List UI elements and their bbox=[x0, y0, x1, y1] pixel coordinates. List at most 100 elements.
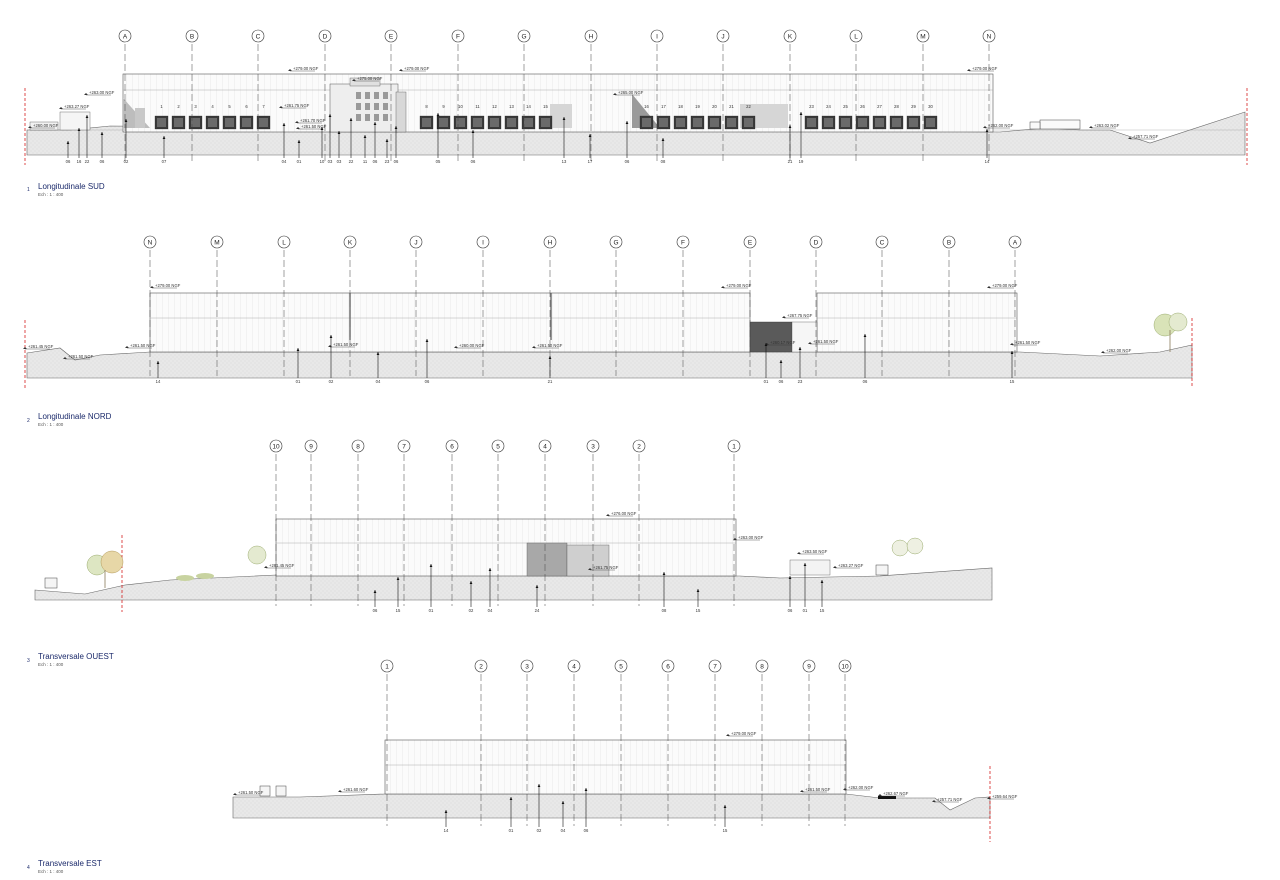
window bbox=[374, 103, 379, 110]
grid-bubble bbox=[397, 439, 411, 453]
level-marker: +279.00 NGF bbox=[987, 283, 1018, 289]
truck-icon bbox=[44, 564, 889, 589]
material-ref-label: 06 bbox=[373, 608, 378, 613]
material-ref-label: 06 bbox=[863, 379, 868, 384]
bay-number: 7 bbox=[262, 104, 265, 109]
grid-label: 8 bbox=[356, 443, 360, 450]
window bbox=[356, 92, 361, 99]
material-ref-arrow bbox=[425, 339, 429, 342]
grid-bubble bbox=[318, 29, 332, 43]
level-label: +261.50 NGF bbox=[68, 354, 94, 359]
grid-label: B bbox=[190, 33, 194, 40]
grid-axis-1: 1 bbox=[380, 659, 394, 826]
material-ref-label: 04 bbox=[376, 379, 381, 384]
material-ref-arrow bbox=[588, 134, 592, 137]
grid-bubble bbox=[380, 659, 394, 673]
material-ref-label: 10 bbox=[320, 159, 325, 164]
grid-bubble bbox=[614, 659, 628, 673]
grid-axis-f: F bbox=[676, 235, 690, 376]
window bbox=[374, 92, 379, 99]
material-ref-arrow bbox=[562, 117, 566, 120]
material-ref-label: 04 bbox=[282, 159, 287, 164]
material-ref-arrow bbox=[803, 563, 807, 566]
view-scale-nord: Ech : 1 : 400 bbox=[38, 422, 64, 427]
material-ref-arrow bbox=[337, 131, 341, 134]
grid-axis-5: 5 bbox=[614, 659, 628, 826]
level-label: +263.50 NGF bbox=[802, 549, 828, 554]
level-marker: +263.27 NGF bbox=[59, 104, 90, 110]
material-ref-label: 07 bbox=[162, 159, 167, 164]
level-label: +263.00 NGF bbox=[89, 90, 115, 95]
bay-number: 14 bbox=[526, 104, 531, 109]
material-ref-arrow bbox=[584, 788, 588, 791]
grid-bubble bbox=[277, 235, 291, 249]
view-title-sud: Longitudinale SUD bbox=[38, 182, 105, 191]
bay-number: 28 bbox=[894, 104, 899, 109]
material-ref-label: 04 bbox=[561, 828, 566, 833]
grid-axis-g: G bbox=[609, 235, 623, 376]
grid-label: 9 bbox=[807, 663, 811, 670]
grid-label: F bbox=[681, 239, 685, 246]
material-ref-label: 24 bbox=[535, 608, 540, 613]
grid-axis-h: H bbox=[584, 29, 598, 162]
material-ref-label: 14 bbox=[444, 828, 449, 833]
grid-label: 8 bbox=[760, 663, 764, 670]
material-ref-arrow bbox=[385, 139, 389, 142]
grid-axis-7: 7 bbox=[397, 439, 411, 606]
material-ref-arrow bbox=[799, 112, 803, 115]
material-ref-arrow bbox=[363, 135, 367, 138]
level-label: +265.00 NGF bbox=[618, 90, 644, 95]
level-marker: +262.67 NGF bbox=[878, 791, 909, 797]
grid-label: 6 bbox=[666, 663, 670, 670]
level-marker: +279.00 NGF bbox=[726, 731, 757, 737]
level-marker: +276.00 NGF bbox=[606, 511, 637, 517]
level-marker: +257.71 NGF bbox=[1128, 134, 1159, 140]
level-marker: +261.50 NGF bbox=[233, 790, 264, 796]
material-ref-label: 15 bbox=[820, 608, 825, 613]
material-ref-arrow bbox=[788, 576, 792, 579]
level-marker: +261.70 NGF bbox=[295, 118, 326, 124]
level-marker: +261.45 NGF bbox=[23, 344, 54, 350]
view-scale-ouest: Ech : 1 : 400 bbox=[38, 662, 64, 667]
grid-axis-m: M bbox=[916, 29, 930, 162]
level-label: +262.00 NGF bbox=[1106, 348, 1132, 353]
level-marker: +261.50 NGF bbox=[1010, 340, 1041, 346]
bay-number: 22 bbox=[746, 104, 751, 109]
grid-bubble bbox=[567, 659, 581, 673]
grid-axis-n: N bbox=[982, 29, 996, 162]
level-label: +261.50 NGF bbox=[238, 790, 264, 795]
material-ref-arrow bbox=[444, 810, 448, 813]
grid-axis-d: D bbox=[809, 235, 823, 376]
bay-number: 27 bbox=[877, 104, 882, 109]
bay-number: 3 bbox=[194, 104, 197, 109]
material-ref-arrow bbox=[561, 801, 565, 804]
grid-axis-7: 7 bbox=[708, 659, 722, 826]
grid-bubble bbox=[783, 29, 797, 43]
material-ref-arrow bbox=[376, 352, 380, 355]
level-label: +279.00 NGF bbox=[293, 66, 319, 71]
grid-axis-h: H bbox=[543, 235, 557, 376]
material-ref-label: 06 bbox=[779, 379, 784, 384]
grid-bubble bbox=[661, 659, 675, 673]
level-marker: +279.00 NGF bbox=[288, 66, 319, 72]
grid-axis-j: J bbox=[409, 235, 423, 376]
level-marker: +261.50 NGF bbox=[808, 339, 839, 345]
material-ref-label: 03 bbox=[337, 159, 342, 164]
level-label: +279.00 NGF bbox=[992, 283, 1018, 288]
material-ref-label: 01 bbox=[764, 379, 769, 384]
grid-label: 5 bbox=[496, 443, 500, 450]
grid-axis-b: B bbox=[185, 29, 199, 162]
level-marker: +279.00 NGF bbox=[150, 283, 181, 289]
material-ref-arrow bbox=[77, 128, 81, 131]
grid-label: I bbox=[656, 33, 658, 40]
material-ref-arrow bbox=[469, 581, 473, 584]
material-ref-label: 02 bbox=[124, 159, 129, 164]
grid-axis-n: N bbox=[143, 235, 157, 376]
bay-number: 20 bbox=[712, 104, 717, 109]
material-ref-arrow bbox=[436, 113, 440, 116]
grid-axis-2: 2 bbox=[474, 659, 488, 826]
grid-bubble bbox=[755, 659, 769, 673]
grid-axis-4: 4 bbox=[538, 439, 552, 606]
bay-number: 18 bbox=[678, 104, 683, 109]
